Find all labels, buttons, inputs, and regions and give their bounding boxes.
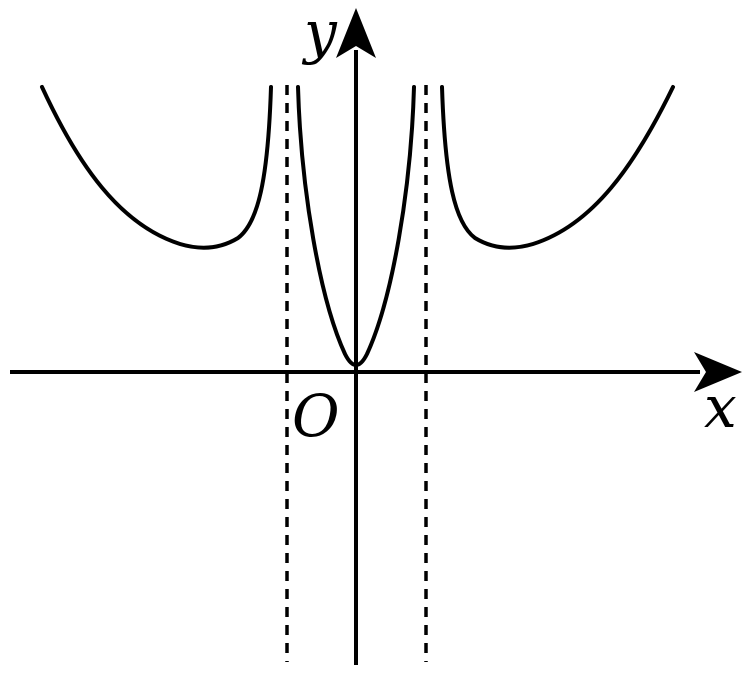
right-outer-branch bbox=[440, 85, 675, 250]
x-axis-arrow-icon bbox=[694, 352, 742, 392]
x-axis-label: x bbox=[704, 373, 737, 441]
middle-branch bbox=[296, 85, 416, 367]
y-axis-arrow-icon bbox=[336, 8, 376, 58]
origin-label: O bbox=[292, 382, 340, 450]
left-outer-branch bbox=[40, 85, 273, 250]
y-axis-label: y bbox=[301, 0, 338, 66]
